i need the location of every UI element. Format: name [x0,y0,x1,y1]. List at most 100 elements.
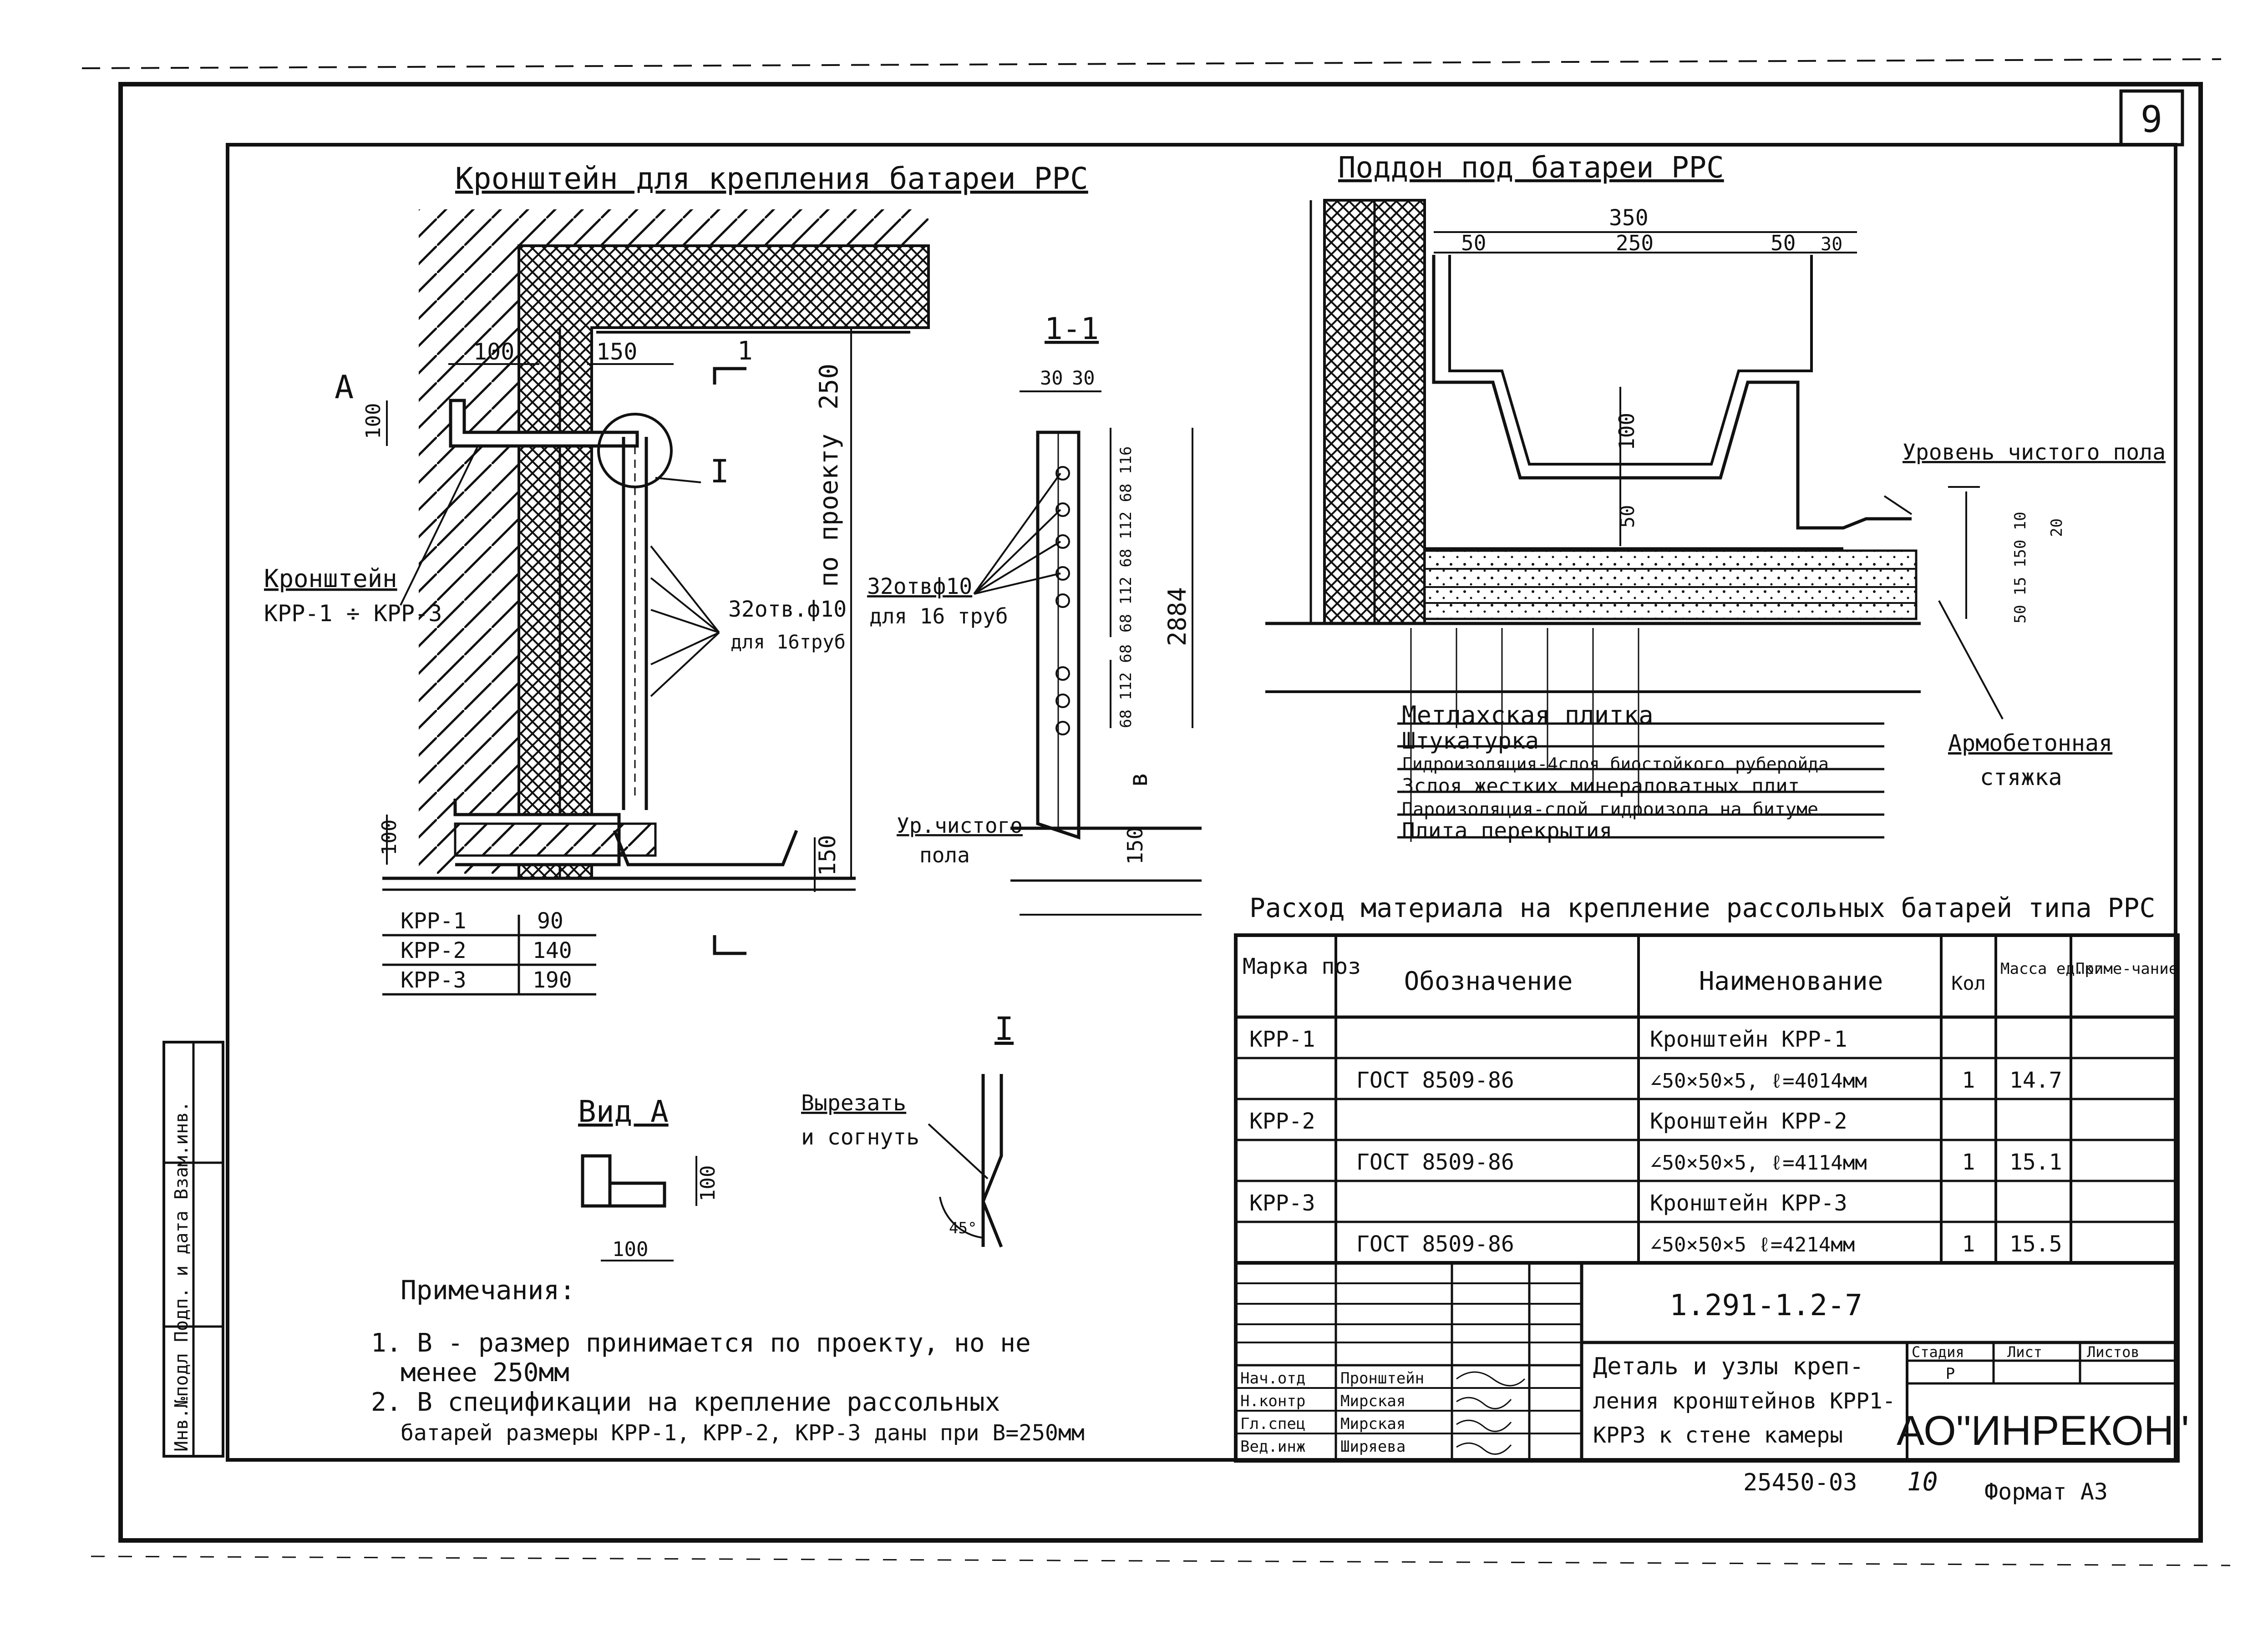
row-2-qty: 1 [1962,1068,1975,1093]
title-block-grid [1234,1261,2180,1463]
materials-title: Расход материала на крепление рассольных… [1249,892,2155,923]
tray-dim-50c: 50 [1616,505,1639,528]
stage-value: Р [1946,1365,1955,1383]
tray-dim-30: 30 [1821,234,1842,255]
row-6-designation: ГОСТ 8509-86 [1356,1231,1514,1257]
krr-3-value: 190 [533,967,572,993]
krr-2-mark: КРР-2 [401,938,467,963]
tray-dim-350: 350 [1609,205,1649,231]
sheets-header: Листов [2087,1343,2140,1361]
bracket-drawing [382,209,930,996]
tray-screed-2: стяжка [1980,764,2062,790]
doc-code: 1.291-1.2-7 [1669,1289,1862,1322]
tray-layer-5: Пароизоляция-слой гидроизола на битуме [1402,799,1818,820]
tray-dim-50b: 50 [1771,231,1796,255]
tray-floor-level: Уровень чистого пола [1903,440,2166,465]
krr-2-value: 140 [533,938,572,963]
row-5-mark: КРР-3 [1249,1190,1315,1216]
sig-role-2: Н.контр [1240,1392,1305,1410]
tray-drawing [1265,199,2004,842]
notes-line-4: батарей размеры КРР-1, КРР-2, КРР-3 даны… [401,1420,1085,1446]
description-line-1: Деталь и узлы креп- [1593,1353,1864,1380]
row-4-designation: ГОСТ 8509-86 [1356,1150,1514,1175]
row-6-qty: 1 [1962,1231,1975,1257]
detail-i-angle: 45° [949,1219,977,1237]
sig-name-3: Мирская [1340,1415,1405,1433]
row-2-designation: ГОСТ 8509-86 [1356,1068,1514,1093]
sig-name-2: Мирская [1340,1392,1405,1410]
section-dim-2884: 2884 [1163,587,1192,646]
side-stamp [162,1041,224,1458]
tray-layer-1: Метлахская плитка [1402,701,1654,729]
section-1-1-title: 1-1 [1045,311,1099,346]
section-dim-30a: 30 [1040,367,1063,389]
section-b-label: в [1124,772,1153,787]
sig-name-4: Ширяева [1340,1438,1405,1456]
view-a-drawing [581,1154,697,1261]
bracket-marks-label: КРР-1 ÷ КРР-3 [264,600,442,627]
krr-1-mark: КРР-1 [401,908,467,934]
col-header-mass: Масса ед.кг [2000,960,2103,978]
sig-role-3: Гл.спец [1240,1415,1305,1433]
section-pipes-label: для 16 труб [869,604,1008,628]
section-1-1-drawing [973,390,1202,916]
tray-dim-250: 250 [1616,231,1654,255]
row-5-name: Кронштейн КРР-3 [1650,1190,1847,1216]
bracket-section-mark: 1 [737,336,753,366]
tray-screed-1: Армобетонная [1948,730,2112,756]
notes-line-2: менее 250мм [401,1358,569,1388]
col-header-mark: Марка поз [1243,954,1361,979]
archive-number: 25450-03 [1743,1469,1857,1496]
section-dim-150: 150 [1123,827,1147,865]
sheet-number: 9 [2141,98,2162,141]
notes-line-1: 1. В - размер принимается по проекту, но… [371,1328,1031,1358]
row-4-mass: 15.1 [2009,1150,2062,1175]
detail-i-cut-2: и согнуть [801,1124,919,1150]
bracket-by-project: по проекту [814,434,844,587]
format-label: Формат А3 [1984,1479,2108,1505]
drawing-frame [81,58,2231,1566]
col-header-note: Приме-чание [2075,960,2178,978]
stage-header: Стадия [1912,1343,1964,1361]
materials-table-grid [1234,933,2180,1265]
krr-1-value: 90 [537,908,563,934]
sig-role-1: Нач.отд [1240,1369,1305,1388]
sheet-header: Лист [2007,1343,2042,1361]
description-line-3: КРР3 к стене камеры [1593,1423,1843,1448]
col-header-qty: Кол [1951,972,1986,994]
sheet-number-box [2119,89,2184,147]
tray-dims-right: 50 15 150 10 [2011,512,2030,623]
description-line-2: ления кронштейнов КРР1- [1593,1388,1896,1414]
copy-number: 10 [1907,1467,1938,1497]
col-header-designation: Обозначение [1404,967,1573,996]
bracket-pipes-label: для 16труб [731,631,846,653]
tray-title: Поддон под батареи РРС [1338,151,1724,185]
section-floor-label-1: Ур.чистого [897,813,1023,838]
row-2-name: ∠50×50×5, ℓ=4014мм [1650,1069,1867,1093]
col-header-name: Наименование [1699,967,1883,996]
sig-role-4: Вед.инж [1240,1438,1305,1456]
row-3-mark: КРР-2 [1249,1109,1315,1134]
detail-i-cut-1: Вырезать [801,1090,906,1116]
detail-i-title: I [994,1010,1014,1048]
tray-dim-100: 100 [1614,413,1639,451]
row-1-name: Кронштейн КРР-1 [1650,1027,1847,1052]
notes-heading: Примечания: [401,1275,575,1306]
section-dims-top: 68 112 68 112 68 116 [1117,446,1135,633]
detail-i-drawing [928,1074,1003,1248]
row-6-name: ∠50×50×5 ℓ=4214мм [1650,1233,1855,1256]
tray-dim-50a: 50 [1461,231,1486,255]
tray-layer-3: Гидроизоляция-4слоя биостойкого руберойд… [1402,754,1829,774]
bracket-dim-100-bottom: 100 [378,820,401,856]
bracket-dim-250: 250 [814,364,844,410]
bracket-holes-label: 32отв.ф10 [728,597,847,622]
row-4-name: ∠50×50×5, ℓ=4114мм [1650,1151,1867,1175]
row-4-qty: 1 [1962,1150,1975,1175]
tray-layer-6: Плита перекрытия [1402,818,1612,844]
bracket-detail-label: I [710,453,729,490]
company-name: АО"ИНРЕКОН" [1897,1408,2189,1454]
bracket-dim-100-top: 100 [473,339,514,365]
side-stamp-text: Инв.№подл Подп. и дата Взам.инв. [171,1101,192,1452]
section-holes-label: 32отвф10 [867,574,972,599]
krr-3-mark: КРР-3 [401,967,467,993]
